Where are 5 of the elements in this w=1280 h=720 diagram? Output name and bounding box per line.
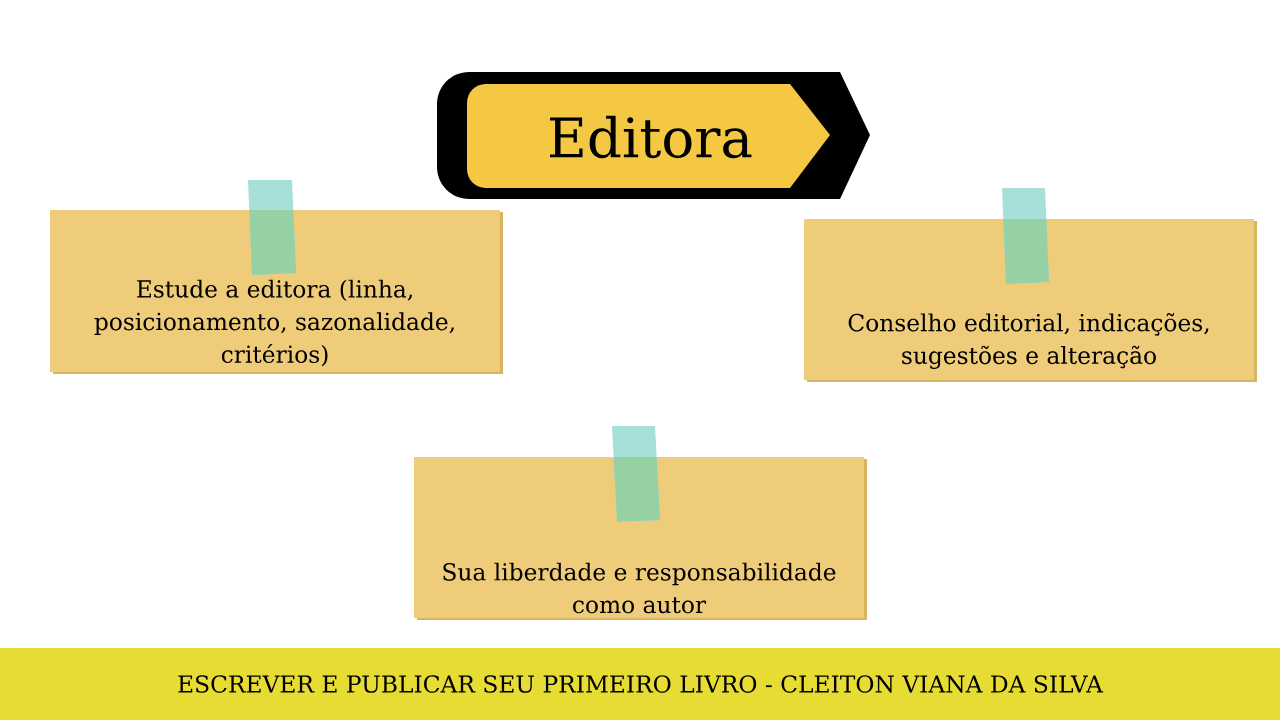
sticky-note: Conselho editorial, indicações, sugestões e alteração: [804, 219, 1257, 382]
pencil-tag: Editora: [437, 72, 870, 199]
sticky-note: Sua liberdade e responsabilidade como autor: [414, 457, 867, 620]
footer-band: ESCREVER E PUBLICAR SEU PRIMEIRO LIVRO - CLEITON VIANA DA SILVA: [0, 648, 1280, 720]
sticky-note: Estude a editora (linha, posicionamento, sazonalidade, critérios): [50, 210, 503, 374]
